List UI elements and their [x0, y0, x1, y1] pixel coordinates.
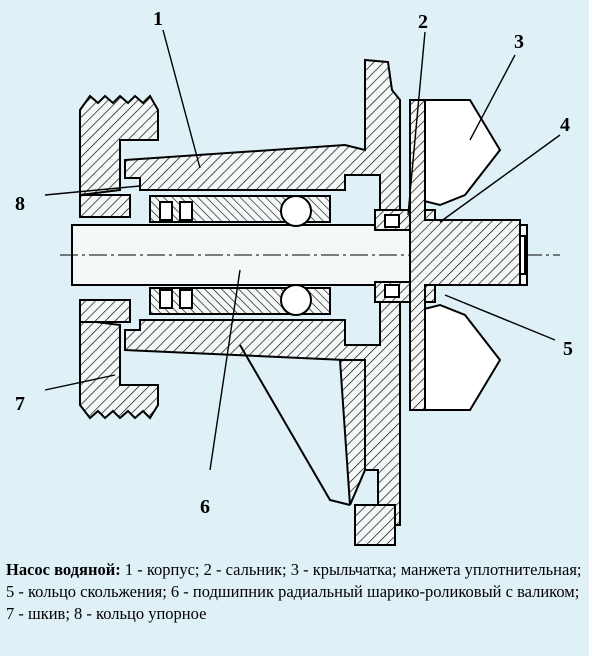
leader-lines [44, 29, 561, 471]
housing [124, 58, 401, 546]
label-1: 1 [153, 8, 163, 30]
label-4: 4 [560, 114, 570, 136]
pulley [79, 94, 159, 420]
impeller [409, 99, 521, 411]
label-3: 3 [514, 31, 524, 53]
label-2: 2 [418, 11, 428, 33]
pump-cross-section-drawing: 1 2 3 4 5 6 7 8 [15, 8, 573, 546]
label-5: 5 [563, 338, 573, 360]
caption-title: Насос водяной: [6, 560, 121, 579]
caption-text: 1 - корпус; 2 - сальник; 3 - крыльчатка;… [6, 560, 582, 623]
label-7: 7 [15, 393, 25, 415]
figure-caption: Насос водяной: 1 - корпус; 2 - сальник; … [6, 559, 584, 625]
label-6: 6 [200, 496, 210, 518]
label-8: 8 [15, 193, 25, 215]
